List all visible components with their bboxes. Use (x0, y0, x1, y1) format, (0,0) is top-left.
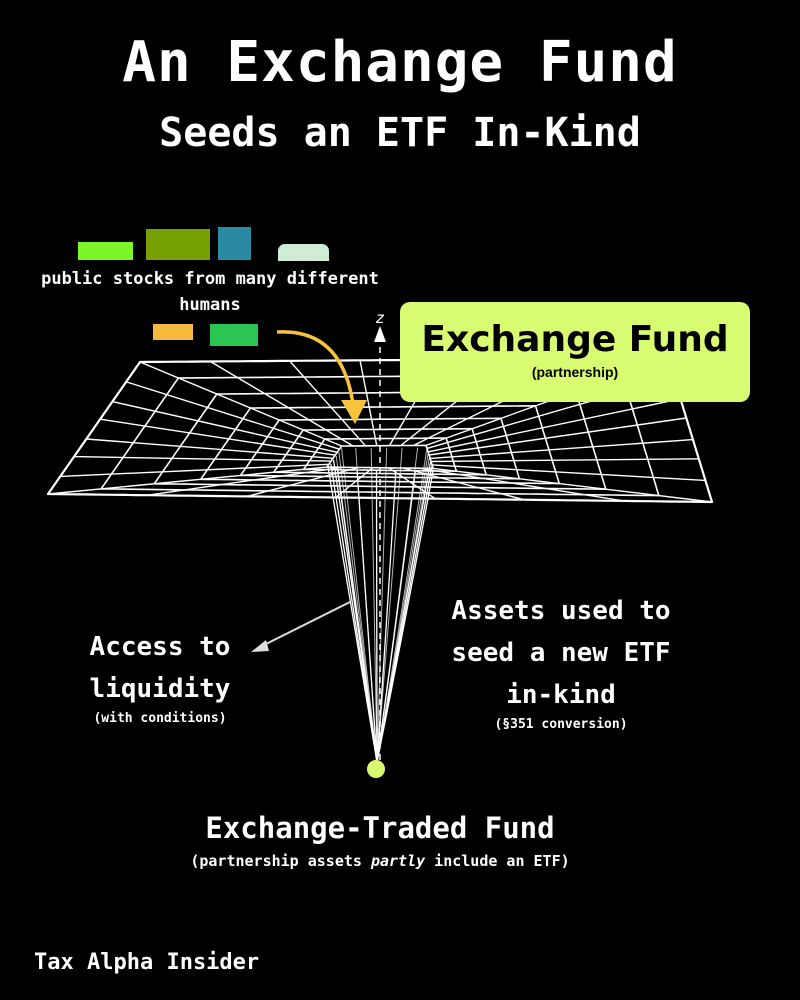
z-axis-label: z (375, 309, 385, 327)
etf-title: Exchange-Traded Fund (205, 811, 555, 845)
grid-spoke (139, 361, 342, 447)
liquidity-note: (with conditions) (93, 711, 227, 726)
liquidity-arrowhead (251, 640, 269, 652)
funnel-back-line (376, 457, 430, 763)
liquidity-label: Access to liquidity (with conditions) (40, 626, 280, 728)
stock-chip-5 (153, 324, 193, 340)
grid-spoke (430, 458, 699, 463)
funnel-back-line (355, 448, 378, 763)
stocks-label: public stocks from many different humans (41, 269, 379, 315)
seed-line-1: Assets used to (451, 596, 671, 626)
spacetime-grid (46, 356, 714, 504)
funnel-back-line (338, 452, 378, 763)
grid-spoke (99, 418, 336, 456)
funnel-back-line (370, 447, 378, 763)
grid-spoke (428, 417, 687, 456)
funnel-line (376, 470, 434, 763)
exchange-fund-subtitle: (partnership) (531, 364, 619, 380)
seed-line-3: in-kind (506, 680, 616, 710)
grid-spoke (147, 466, 343, 496)
stock-chip-2 (146, 229, 210, 260)
z-axis (374, 326, 386, 760)
grid-spoke (60, 463, 329, 478)
seed-etf-label: Assets used to seed a new ETF in-kind (§… (416, 590, 706, 734)
grid-spoke (432, 464, 706, 482)
etf-dot (367, 760, 385, 778)
liquidity-arrow (261, 601, 351, 647)
grid-spoke (125, 381, 340, 450)
seed-line-2: seed a new ETF (451, 638, 671, 668)
etf-note: (partnership assets partly include an ET… (0, 852, 760, 870)
grid-spoke (112, 400, 338, 453)
grid-spoke (427, 398, 681, 453)
subtitle: Seeds an ETF In-Kind (159, 110, 641, 156)
grid-spoke (418, 467, 624, 502)
funnel-back-line (376, 447, 388, 763)
etf-note-before: (partnership assets (190, 852, 371, 870)
grid-spoke (335, 467, 374, 499)
etf-note-emphasis: partly (370, 852, 426, 870)
liquidity-line-1: Access to (89, 632, 231, 662)
seed-note: (§351 conversion) (494, 717, 628, 732)
grid-spoke (74, 455, 332, 462)
main-title: An Exchange Fund (122, 30, 678, 95)
grid-spoke (289, 360, 367, 447)
exchange-fund-box: Exchange Fund (partnership) (400, 302, 750, 402)
grid-spoke (86, 438, 334, 459)
funnel-line (375, 469, 378, 763)
stocks-arrow (276, 330, 356, 413)
grid-spoke (47, 466, 327, 495)
stock-chip-4 (278, 244, 329, 261)
stock-chip-6 (210, 324, 258, 346)
stocks-arrowhead (341, 400, 367, 424)
exchange-fund-title: Exchange Fund (421, 319, 729, 360)
grid-spoke (210, 360, 354, 447)
funnel-line (330, 463, 378, 763)
stock-chip-1 (78, 242, 133, 260)
grid-spoke (247, 466, 359, 498)
funnel-back-line (376, 447, 419, 763)
grid-spoke (430, 438, 693, 460)
stock-chip-3 (218, 227, 251, 260)
grid-spoke (359, 360, 378, 446)
grid-spoke (433, 467, 713, 503)
etf-note-after: include an ETF) (425, 852, 570, 870)
brand-name: Tax Alpha Insider (34, 950, 260, 975)
liquidity-line-2: liquidity (89, 674, 231, 704)
z-axis-arrowhead (374, 326, 386, 342)
